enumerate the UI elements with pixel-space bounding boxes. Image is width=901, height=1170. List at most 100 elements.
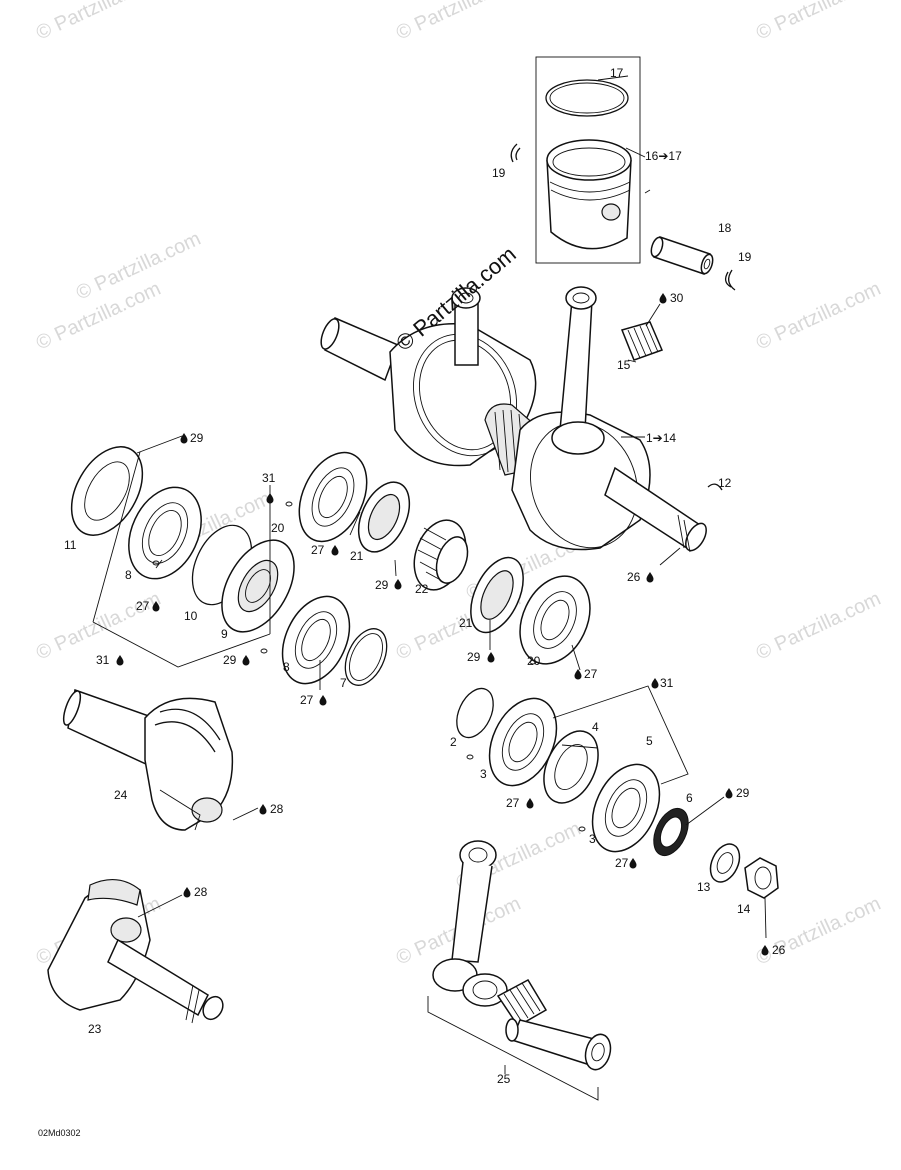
label-6: 6 (686, 791, 693, 805)
bracket-31-right (552, 685, 689, 785)
crank-half-23 (47, 879, 224, 1024)
oil-drop-icon (646, 572, 654, 583)
piston-pin-hole (601, 203, 621, 221)
label-14: 14 (737, 902, 751, 916)
piston-groove (550, 189, 631, 201)
label-5: 5 (646, 734, 653, 748)
ball-bearing-20-left (298, 451, 368, 543)
needle-bearing-top (620, 321, 664, 361)
label-29-left: 29 (190, 431, 204, 445)
washer-13 (709, 843, 741, 883)
piston-ring-inner (549, 82, 625, 114)
crank-left-face (413, 333, 517, 457)
label-8-left: 8 (125, 568, 132, 582)
crankshaft-assembly (320, 286, 723, 553)
crank-left-shaft-end (320, 318, 340, 350)
label-20-left: 20 (271, 521, 285, 535)
watermark: © Partzilla.com (753, 588, 884, 665)
oil-drop-icon (331, 545, 339, 556)
watermark: © Partzilla.com (393, 0, 524, 45)
label-27-e: 27 (506, 796, 520, 810)
label-27-left: 27 (136, 599, 150, 613)
circlip-right (724, 269, 736, 291)
label-30: 30 (670, 291, 684, 305)
crank-right-web (511, 411, 651, 551)
oil-drop-icon (116, 655, 124, 666)
label-3-right: 3 (589, 832, 596, 846)
label-25: 25 (497, 1072, 511, 1086)
label-24: 24 (114, 788, 128, 802)
piston-pin (650, 236, 714, 275)
label-20-right: 20 (527, 654, 541, 668)
piston-groove (549, 181, 631, 193)
label-27-d: 27 (584, 667, 598, 681)
label-21-right: 21 (459, 616, 473, 630)
piston-crown-ring (552, 147, 626, 177)
label-15: 15 (617, 358, 631, 372)
label-16-17: 16➔17 (645, 149, 682, 163)
label-29-mid: 29 (223, 653, 237, 667)
piston-ring-outer (545, 79, 629, 117)
ring-4 (543, 730, 599, 804)
oil-seal-11 (70, 446, 144, 536)
label-29-e: 29 (736, 786, 750, 800)
oil-drop-icon (259, 804, 267, 815)
ball-bearing-right-2 (591, 763, 661, 853)
label-1-14: 1➔14 (646, 431, 676, 445)
crank-half-24 (62, 689, 234, 831)
circlip-left (510, 143, 521, 163)
label-19-left: 19 (492, 166, 506, 180)
label-23: 23 (88, 1022, 102, 1036)
piston-body (546, 159, 632, 250)
label-27-f: 27 (615, 856, 629, 870)
label-2: 2 (450, 735, 457, 749)
label-19-right: 19 (738, 250, 752, 264)
oil-drop-icon (629, 858, 637, 869)
part-labels: 17 16➔17 19 18 19 30 15 1➔14 12 26 29 11… (64, 66, 786, 1086)
oil-drop-icon (574, 669, 582, 680)
piston-frame (535, 56, 641, 264)
watermark: © Partzilla.com (33, 0, 164, 45)
ball-bearing-8-left (128, 486, 202, 580)
label-11: 11 (64, 538, 77, 552)
label-29-d: 29 (467, 650, 481, 664)
label-31-left: 31 (96, 653, 110, 667)
conrod-kit-25 (427, 840, 612, 1101)
label-29-c: 29 (375, 578, 389, 592)
watermark: © Partzilla.com (753, 893, 884, 970)
label-17: 17 (610, 66, 624, 80)
oil-drop-icon (180, 433, 188, 444)
watermark-layer: © Partzilla.com © Partzilla.com © Partzi… (33, 0, 884, 970)
ball-bearing-8-mid (281, 595, 351, 685)
label-12: 12 (718, 476, 732, 490)
watermark: © Partzilla.com (753, 0, 884, 45)
oil-drop-icon (487, 652, 495, 663)
label-13: 13 (697, 880, 711, 894)
label-7: 7 (340, 676, 347, 690)
label-31-right: 31 (660, 676, 674, 690)
label-26-top: 26 (627, 570, 641, 584)
oil-drop-icon (526, 798, 534, 809)
label-28-top: 28 (270, 802, 284, 816)
label-22: 22 (415, 582, 429, 596)
nut-14 (744, 857, 779, 899)
ring-7 (344, 628, 388, 686)
left-bearing-group (70, 446, 469, 686)
label-9: 9 (221, 627, 228, 641)
right-bearing-group (456, 556, 779, 899)
label-18: 18 (718, 221, 732, 235)
oil-drop-icon (242, 655, 250, 666)
label-10: 10 (184, 609, 198, 623)
watermark: © Partzilla.com (753, 278, 884, 355)
drawing-code: 02Md0302 (38, 1128, 81, 1138)
label-26-bottom: 26 (772, 943, 786, 957)
label-27-b: 27 (311, 543, 325, 557)
oil-drop-icon (651, 678, 659, 689)
oil-drop-icon (183, 887, 191, 898)
piston-crown (546, 139, 632, 181)
oil-drop-icon (659, 293, 667, 304)
label-31-top: 31 (262, 471, 276, 485)
gear-22 (413, 519, 469, 591)
ring-2 (456, 687, 494, 739)
